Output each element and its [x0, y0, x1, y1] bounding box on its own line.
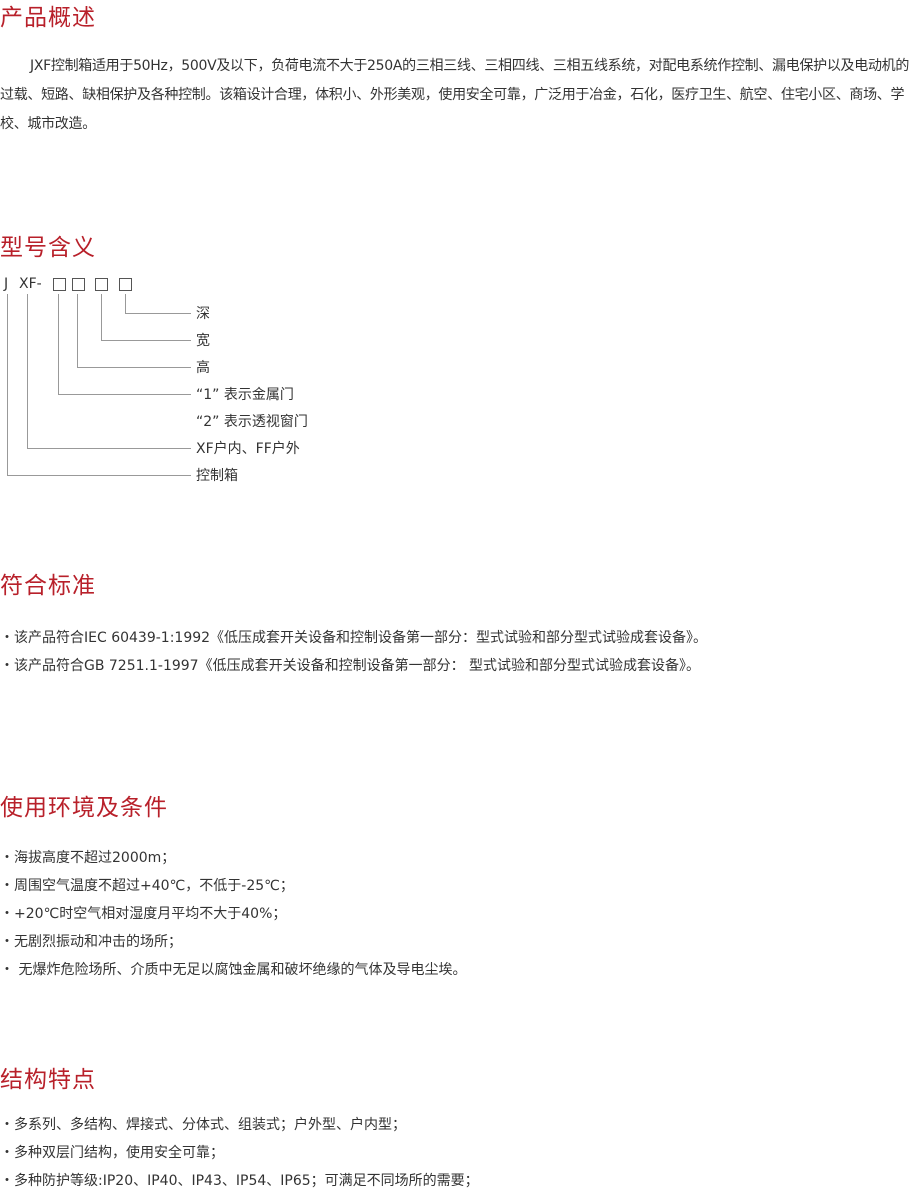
code-box — [95, 278, 108, 291]
label-door-metal: “1” 表示金属门 — [196, 387, 294, 403]
list-item: ・海拔高度不超过2000m； — [0, 850, 176, 866]
code-xf: XF- — [19, 276, 42, 292]
features-list: ・多系列、多结构、焊接式、分体式、组装式；户外型、户内型； ・多种双层门结构，使… — [0, 1111, 479, 1195]
list-item: ・周围空气温度不超过+40℃，不低于-25℃； — [0, 878, 294, 894]
model-diagram: J XF- 深 宽 高 “1” 表示金属门 “2” 表示透视窗门 XF户内、FF… — [0, 270, 400, 490]
label-depth: 深 — [196, 306, 210, 322]
label-height: 高 — [196, 360, 210, 376]
label-indoor-outdoor: XF户内、FF户外 — [196, 441, 300, 457]
list-item: ・ 无爆炸危险场所、介质中无足以腐蚀金属和破坏绝缘的气体及导电尘埃。 — [0, 962, 467, 978]
list-item: ・该产品符合GB 7251.1-1997《低压成套开关设备和控制设备第一部分： … — [0, 658, 701, 674]
list-item: ・多种防护等级:IP20、IP40、IP43、IP54、IP65；可满足不同场所… — [0, 1173, 479, 1189]
section-title-environment: 使用环境及条件 — [0, 795, 168, 821]
environment-list: ・海拔高度不超过2000m； ・周围空气温度不超过+40℃，不低于-25℃； ・… — [0, 844, 466, 984]
section-title-overview: 产品概述 — [0, 5, 96, 31]
code-box — [119, 278, 132, 291]
list-item: ・多种双层门结构，使用安全可靠； — [0, 1145, 224, 1161]
list-item: ・无剧烈振动和冲击的场所； — [0, 934, 182, 950]
standards-list: ・该产品符合IEC 60439-1:1992《低压成套开关设备和控制设备第一部分… — [0, 624, 707, 680]
overview-text: JXF控制箱适用于50Hz，500V及以下，负荷电流不大于250A的三相三线、三… — [0, 58, 910, 132]
list-item: ・多系列、多结构、焊接式、分体式、组装式；户外型、户内型； — [0, 1117, 406, 1133]
list-item: ・+20℃时空气相对湿度月平均不大于40%； — [0, 906, 287, 922]
label-control-box: 控制箱 — [196, 468, 238, 484]
code-box — [72, 278, 85, 291]
list-item: ・该产品符合IEC 60439-1:1992《低压成套开关设备和控制设备第一部分… — [0, 630, 708, 646]
label-width: 宽 — [196, 333, 210, 349]
section-title-standards: 符合标准 — [0, 573, 96, 599]
code-j: J — [4, 276, 9, 292]
section-title-features: 结构特点 — [0, 1067, 96, 1093]
label-door-window: “2” 表示透视窗门 — [196, 414, 308, 430]
code-box — [53, 278, 66, 291]
section-title-model: 型号含义 — [0, 235, 96, 261]
